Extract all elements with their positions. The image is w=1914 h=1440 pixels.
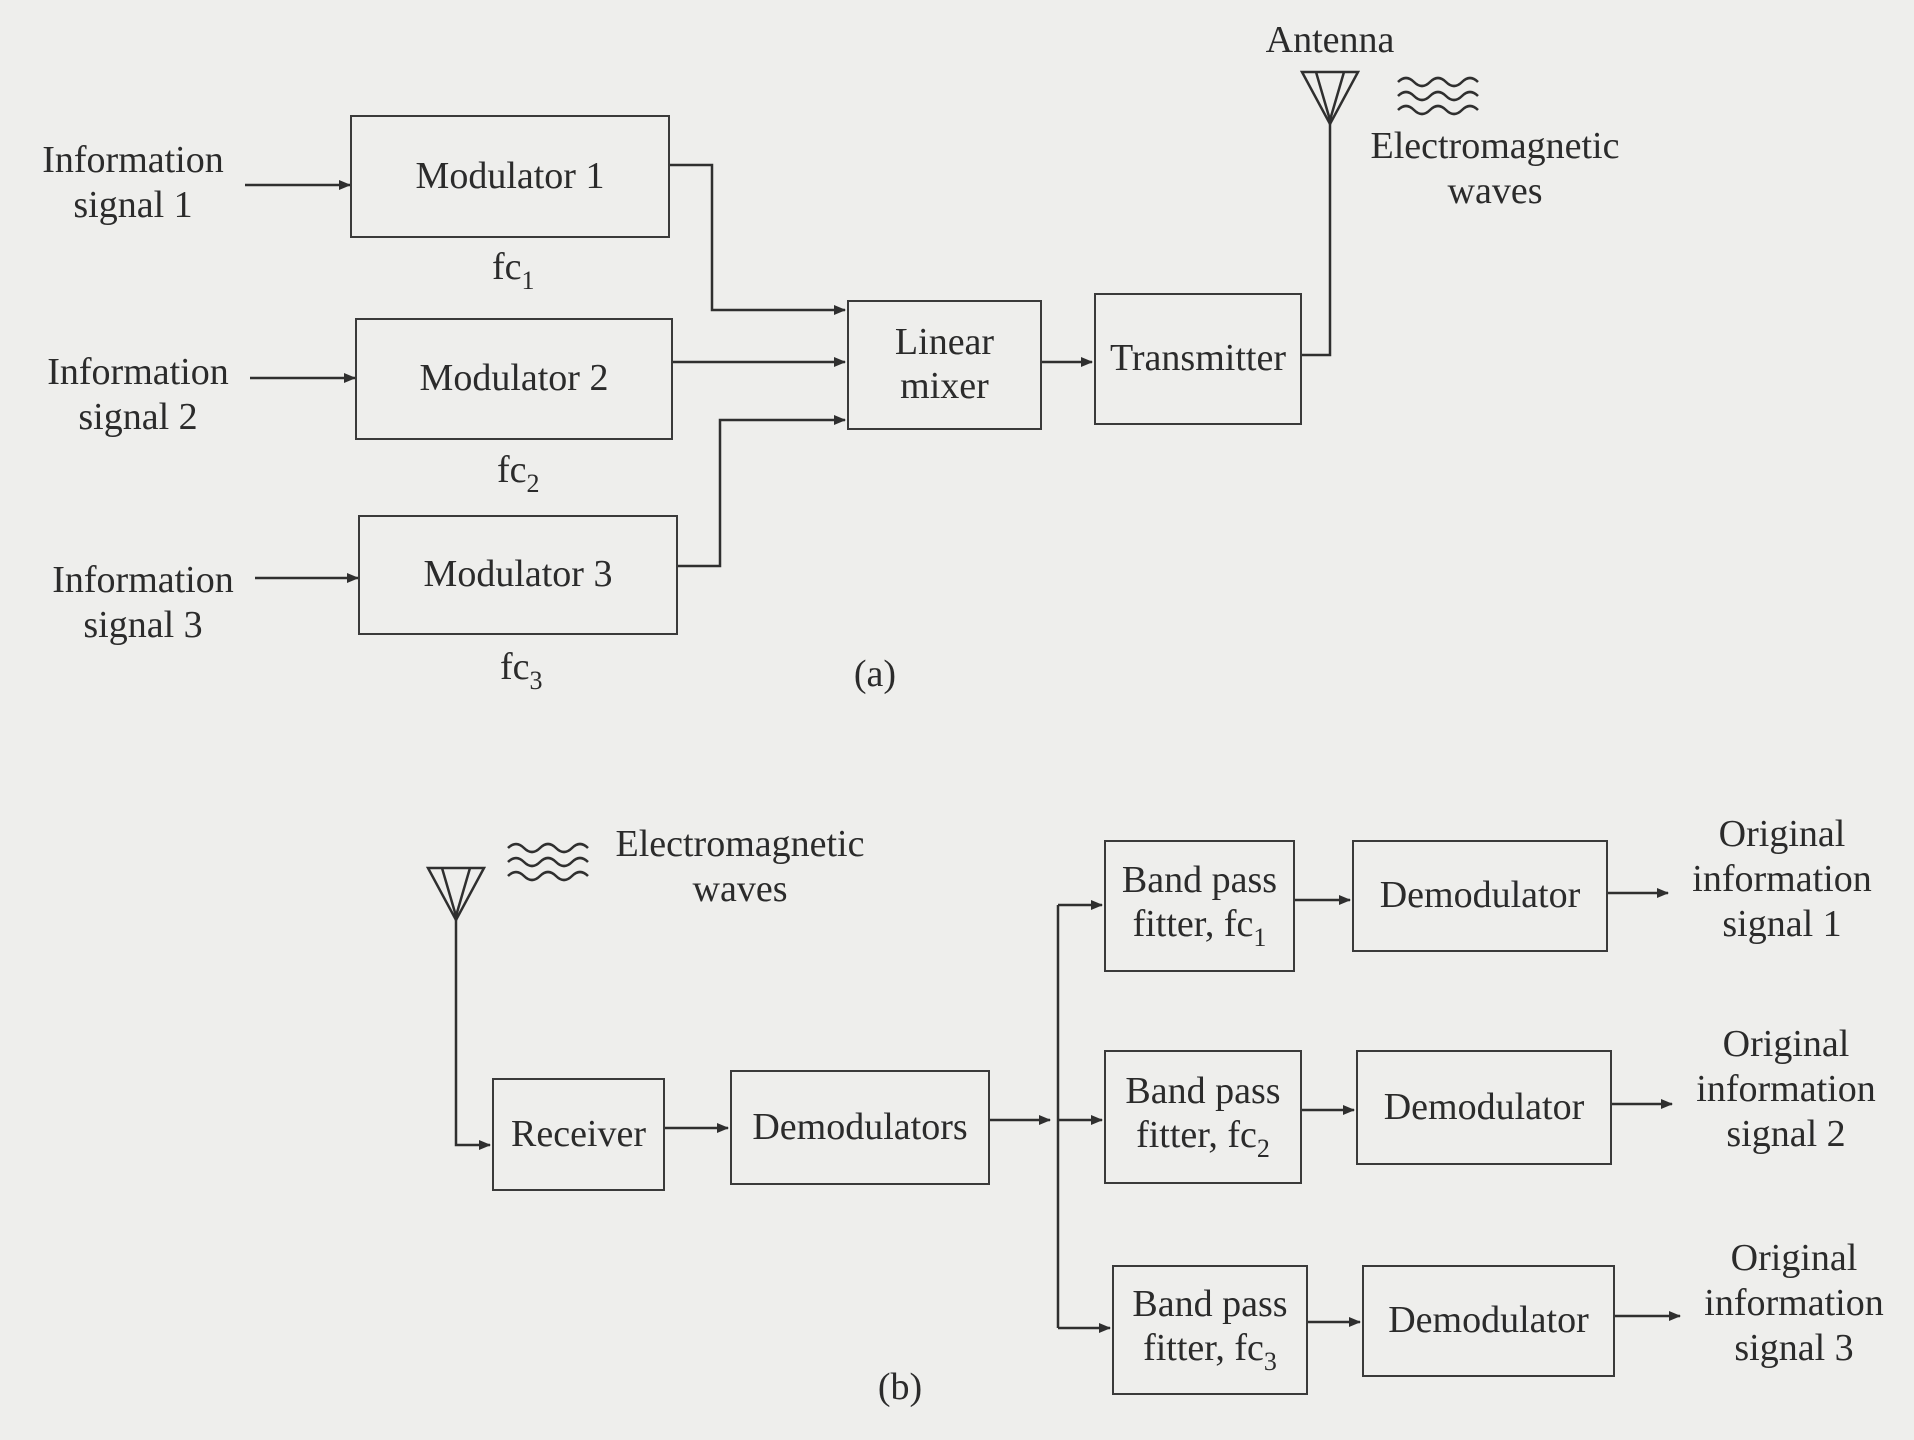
rx-waves-line1: Electromagnetic	[615, 823, 865, 865]
output-signal-3-line3: signal 3	[1734, 1326, 1854, 1369]
band-pass-filter-2-line2: fitter, fc2	[1136, 1114, 1270, 1164]
rx-waves-line2: waves	[692, 867, 788, 910]
arrow-mod1-mixer	[670, 163, 846, 315]
tx-waves-line2: waves	[1447, 169, 1543, 212]
carrier-fc2-base: fc	[497, 449, 527, 491]
tx-waves-line1: Electromagnetic	[1370, 125, 1620, 167]
band-pass-filter-1-line1: Band pass	[1121, 859, 1278, 902]
modulator-2-label: Modulator 2	[419, 357, 609, 400]
receiver-box: Receiver	[492, 1078, 665, 1191]
carrier-fc1-sub: 1	[521, 266, 535, 295]
input-signal-2-label: Information signal 2	[33, 350, 243, 440]
modulator-3-label: Modulator 3	[423, 553, 613, 596]
output-signal-2-line2: information	[1696, 1067, 1876, 1110]
output-signal-1-line2: information	[1692, 857, 1872, 900]
waves-rx-icon	[507, 842, 589, 882]
receiver-label: Receiver	[510, 1112, 647, 1155]
demodulator-1-box: Demodulator	[1352, 840, 1608, 952]
output-signal-2-label: Original information signal 2	[1676, 1022, 1896, 1156]
transmitter-label: Transmitter	[1110, 337, 1286, 380]
band-pass-filter-3-sub: 3	[1263, 1346, 1277, 1376]
band-pass-filter-3-fc: fitter, fc	[1143, 1326, 1264, 1369]
demodulator-2-box: Demodulator	[1356, 1050, 1612, 1165]
band-pass-filter-3-line1: Band pass	[1132, 1283, 1288, 1326]
caption-a: (a)	[845, 652, 905, 697]
linear-mixer-line1: Linear	[894, 321, 995, 364]
carrier-fc3-sub: 3	[529, 666, 543, 695]
demodulator-2-label: Demodulator	[1383, 1085, 1585, 1128]
output-signal-2-line1: Original	[1722, 1023, 1850, 1065]
input-signal-2-line2: signal 2	[78, 395, 198, 438]
demodulator-3-box: Demodulator	[1362, 1265, 1615, 1377]
caption-a-text: (a)	[853, 653, 897, 695]
carrier-fc1-base: fc	[492, 246, 522, 288]
caption-b-text: (b)	[877, 1366, 923, 1408]
band-pass-filter-2-box: Band pass fitter, fc2	[1104, 1050, 1302, 1184]
band-pass-filter-1-line2: fitter, fc1	[1133, 903, 1267, 953]
waves-tx-icon	[1397, 76, 1479, 116]
band-pass-filter-2-fc: fitter, fc	[1136, 1113, 1257, 1156]
band-pass-filter-3-box: Band pass fitter, fc3	[1112, 1265, 1308, 1395]
modulator-1-label: Modulator 1	[415, 154, 605, 197]
carrier-fc3-base: fc	[500, 646, 530, 688]
modulator-2-box: Modulator 2	[355, 318, 673, 440]
demodulators-box: Demodulators	[730, 1070, 990, 1185]
output-signal-3-line1: Original	[1730, 1237, 1858, 1279]
demodulator-3-label: Demodulator	[1388, 1299, 1589, 1342]
output-signal-1-line1: Original	[1718, 813, 1846, 855]
input-signal-3-line1: Information	[52, 559, 234, 601]
antenna-rx-icon	[425, 866, 487, 923]
tx-waves-label: Electromagnetic waves	[1345, 124, 1645, 214]
output-signal-3-label: Original information signal 3	[1684, 1236, 1904, 1370]
linear-mixer-line2: mixer	[900, 365, 989, 407]
output-signal-3-line2: information	[1704, 1281, 1884, 1324]
carrier-fc1-label: fc1	[492, 245, 535, 296]
output-signal-2-line3: signal 2	[1726, 1112, 1846, 1155]
arrow-mod3-mixer	[678, 415, 846, 568]
input-signal-1-label: Information signal 1	[28, 138, 238, 228]
band-pass-filter-2-line1: Band pass	[1125, 1070, 1281, 1113]
input-signal-1-line1: Information	[42, 139, 224, 181]
band-pass-filter-2-sub: 2	[1256, 1133, 1270, 1163]
band-pass-filter-1-box: Band pass fitter, fc1	[1104, 840, 1295, 972]
output-signal-1-line3: signal 1	[1722, 902, 1842, 945]
input-signal-3-label: Information signal 3	[38, 558, 248, 648]
rx-waves-label: Electromagnetic waves	[590, 822, 890, 912]
arrow-antenna-receiver	[454, 918, 491, 1150]
output-signal-1-label: Original information signal 1	[1672, 812, 1892, 946]
linear-mixer-box: Linear mixer	[847, 300, 1042, 430]
band-pass-filter-1-sub: 1	[1253, 922, 1267, 952]
demodulators-label: Demodulators	[752, 1105, 968, 1148]
carrier-fc3-label: fc3	[500, 645, 543, 696]
antenna-tx-icon	[1299, 70, 1361, 127]
transmitter-box: Transmitter	[1094, 293, 1302, 425]
caption-b: (b)	[870, 1365, 930, 1410]
demodulator-1-label: Demodulator	[1379, 874, 1581, 917]
line-transmitter-antenna	[1302, 122, 1332, 357]
antenna-label-text: Antenna	[1265, 19, 1395, 61]
modulator-1-box: Modulator 1	[350, 115, 670, 238]
carrier-fc2-sub: 2	[526, 469, 540, 498]
antenna-label: Antenna	[1250, 18, 1410, 63]
input-signal-1-line2: signal 1	[73, 183, 193, 226]
carrier-fc2-label: fc2	[497, 448, 540, 499]
input-signal-3-line2: signal 3	[83, 603, 203, 646]
band-pass-filter-1-fc: fitter, fc	[1132, 902, 1254, 945]
input-signal-2-line1: Information	[47, 351, 229, 393]
band-pass-filter-3-line2: fitter, fc3	[1143, 1327, 1277, 1377]
modulator-3-box: Modulator 3	[358, 515, 678, 635]
